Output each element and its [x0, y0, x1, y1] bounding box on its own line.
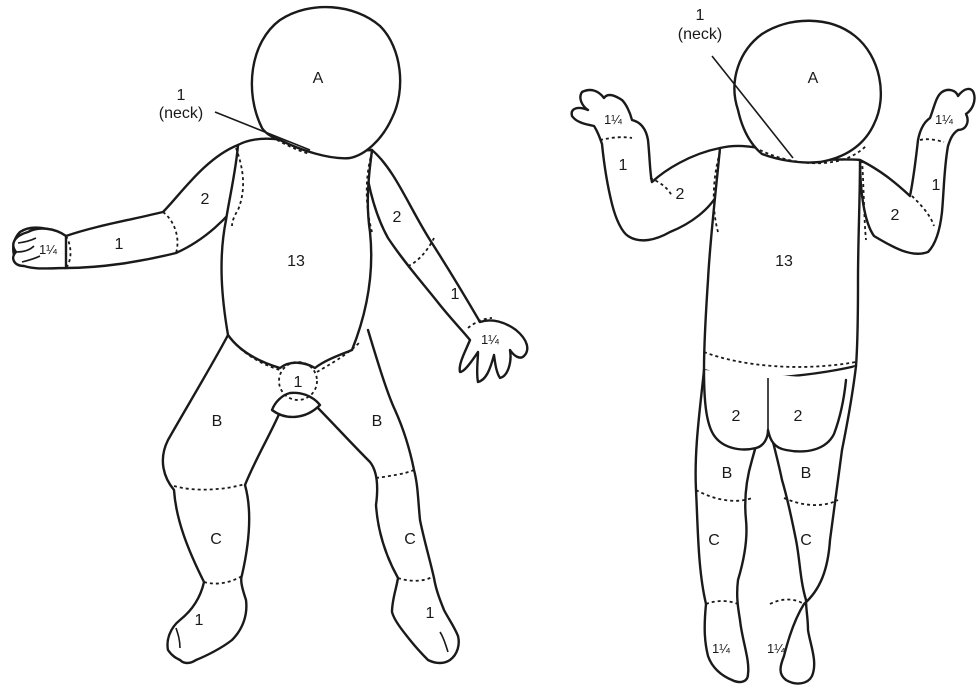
front-trunk-label: 13	[287, 253, 305, 270]
back-left-foot-label: 1¼	[712, 641, 730, 656]
front-right-leg	[315, 330, 459, 663]
back-right-thigh-label: B	[801, 465, 812, 482]
front-view	[13, 7, 527, 663]
back-head-label: A	[808, 70, 819, 87]
front-left-thigh-label: B	[212, 413, 223, 430]
back-left-hand-label: 1¼	[604, 112, 622, 127]
front-genital-label: 1	[294, 374, 303, 391]
front-neck-word: (neck)	[159, 105, 203, 122]
front-left-leg-label: C	[210, 531, 222, 548]
front-left-hand-label: 1¼	[39, 242, 57, 257]
front-right-thigh-label: B	[372, 413, 383, 430]
back-neck-word: (neck)	[678, 26, 722, 43]
back-buttocks	[704, 370, 846, 451]
front-right-forearm-label: 1	[451, 286, 460, 303]
back-right-ankle-seam	[770, 600, 804, 605]
front-head-label: A	[313, 70, 324, 87]
back-right-forearm-label: 1	[932, 177, 941, 194]
back-view	[572, 21, 975, 684]
front-left-upper-arm-label: 2	[201, 191, 210, 208]
front-right-upper-arm-label: 2	[393, 209, 402, 226]
back-left-upper-arm-label: 2	[676, 186, 685, 203]
front-right-foot-label: 1	[426, 605, 435, 622]
back-right-leg-label: C	[800, 532, 812, 549]
back-right-hand-label: 1¼	[935, 112, 953, 127]
back-neck-number: 1	[696, 7, 705, 24]
front-right-hand-label: 1¼	[481, 332, 499, 347]
back-left-thigh-label: B	[722, 465, 733, 482]
front-right-arm	[368, 150, 527, 382]
front-left-forearm-label: 1	[115, 236, 124, 253]
back-left-buttock-label: 2	[732, 408, 741, 425]
back-left-arm	[572, 90, 720, 240]
back-head	[734, 21, 880, 163]
back-left-leg-label: C	[708, 532, 720, 549]
back-right-buttock-label: 2	[794, 408, 803, 425]
back-right-foot-label: 1¼	[767, 641, 785, 656]
front-left-foot-label: 1	[195, 612, 204, 629]
front-left-leg	[163, 335, 332, 663]
back-left-forearm-label: 1	[619, 157, 628, 174]
back-right-upper-arm-label: 2	[891, 207, 900, 224]
back-trunk-label: 13	[775, 253, 793, 270]
front-neck-number: 1	[177, 87, 186, 104]
front-right-leg-label: C	[404, 531, 416, 548]
